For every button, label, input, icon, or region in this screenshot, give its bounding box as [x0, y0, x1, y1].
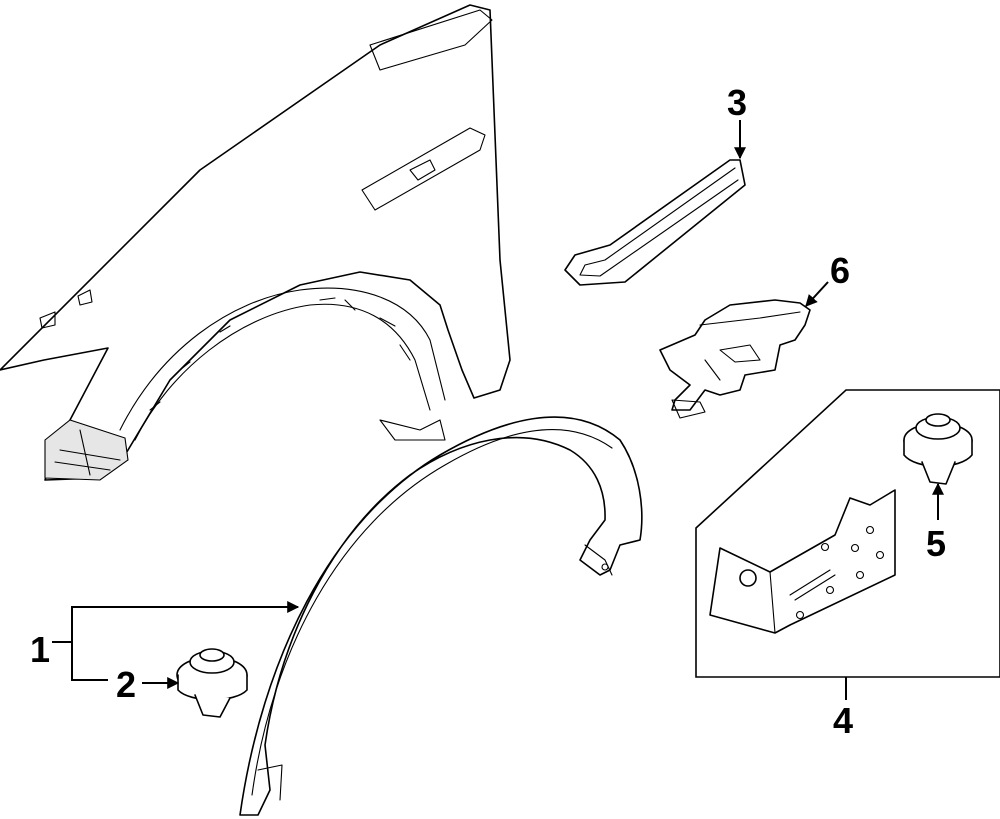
push-clip-5	[903, 413, 973, 485]
callout-2: 2	[116, 664, 136, 705]
side-molding	[564, 159, 746, 286]
callout-3: 3	[727, 82, 747, 123]
callout-1: 1	[30, 629, 50, 670]
leader-1-branch	[52, 641, 108, 681]
mounting-bracket	[709, 489, 896, 634]
leader-lines	[52, 120, 944, 700]
fender-panel	[0, 4, 511, 481]
kit-outline-box	[695, 389, 1000, 678]
bracket-6	[659, 299, 811, 419]
leader-6	[805, 281, 829, 307]
callout-6: 6	[830, 250, 850, 291]
callout-5: 5	[926, 523, 946, 564]
leader-1	[71, 601, 300, 642]
callout-4: 4	[833, 700, 853, 741]
wheel-opening-molding	[239, 416, 643, 816]
push-clip-2	[176, 648, 248, 718]
